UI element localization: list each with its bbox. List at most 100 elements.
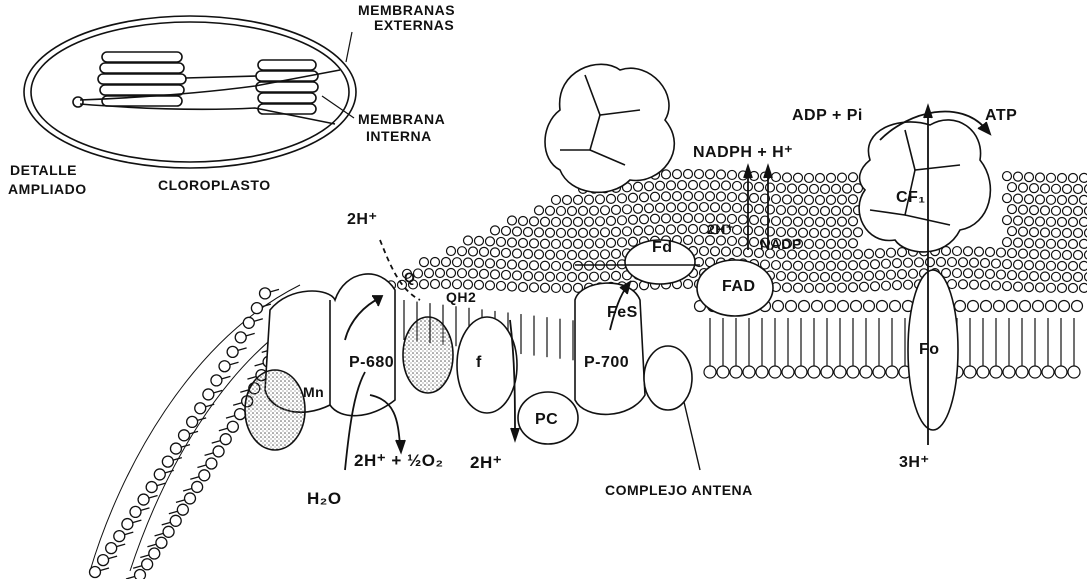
lipid-head (849, 261, 858, 270)
lipid-head (519, 238, 528, 247)
lipid-head (986, 270, 995, 279)
lipid-head (805, 261, 814, 270)
lipid-head (1047, 195, 1056, 204)
lipid-head (808, 366, 820, 378)
lipid-head (146, 482, 157, 493)
lipid-head (955, 301, 966, 312)
lipid-head (1036, 261, 1045, 270)
label-fo: Fo (919, 342, 940, 358)
lipid-head (981, 259, 990, 268)
lipid-head (106, 543, 117, 554)
lipid-head (568, 228, 577, 237)
lipid-head (1003, 172, 1012, 181)
lipid-head (886, 366, 898, 378)
lipid-head (574, 261, 583, 270)
lipid-head (728, 170, 737, 179)
lipid-head (130, 506, 141, 517)
lipid-head (618, 216, 627, 225)
label-2h-bottom: 2H⁺ (470, 454, 502, 471)
lipid-head (590, 228, 599, 237)
lipid-head (1025, 283, 1034, 292)
lipid-head (1014, 282, 1023, 291)
lipid-head (743, 366, 755, 378)
lipid-head (1014, 260, 1023, 269)
lipid-head (739, 237, 748, 246)
lipid-head (854, 228, 863, 237)
lipid-head (975, 247, 984, 256)
lipid-head (821, 206, 830, 215)
lipid-head (464, 258, 473, 267)
label-fd: Fd (652, 240, 673, 256)
lipid-head (568, 206, 577, 215)
lipid-head (1020, 301, 1031, 312)
lipid-head (618, 238, 627, 247)
lipid-head (926, 258, 935, 267)
lipid-head (667, 203, 676, 212)
lipid-head (827, 195, 836, 204)
lipid-head (541, 261, 550, 270)
lipid-head (502, 248, 511, 257)
lipid-head (431, 258, 440, 267)
label-mn: Mn (303, 385, 324, 399)
lipid-head (480, 247, 489, 256)
lipid-head (728, 236, 737, 245)
lipid-head (1074, 228, 1083, 237)
lipid-head (783, 195, 792, 204)
lipid-head (1025, 173, 1034, 182)
lipid-head (821, 272, 830, 281)
lipid-head (519, 216, 528, 225)
lipid-head (843, 206, 852, 215)
lipid-head (865, 249, 874, 258)
lipid-head (552, 195, 561, 204)
lipid-head (1080, 261, 1087, 270)
lipid-head (513, 249, 522, 258)
mn-stippled-protein (245, 370, 305, 450)
chloroplast-inset (24, 16, 356, 168)
lipid-head (786, 301, 797, 312)
lipid-head (794, 217, 803, 226)
lipid-head (1074, 250, 1083, 259)
lipid-head (689, 181, 698, 190)
lipid-head (964, 247, 973, 256)
lipid-head (739, 215, 748, 224)
lipid-head (629, 215, 638, 224)
lipid-head (717, 192, 726, 201)
lipid-head (1036, 173, 1045, 182)
lipid-head (876, 271, 885, 280)
lipid-head (1041, 228, 1050, 237)
lipid-head (447, 247, 456, 256)
lipid-head (1019, 205, 1028, 214)
lipid-head (1003, 238, 1012, 247)
lipid-head (794, 283, 803, 292)
lipid-head (235, 332, 246, 343)
label-f: f (476, 355, 482, 371)
lipid-head (1014, 172, 1023, 181)
lipid-head (843, 250, 852, 259)
lipid-head (997, 270, 1006, 279)
lipid-head (563, 195, 572, 204)
label-atp: ATP (985, 108, 1017, 124)
lipid-head (1036, 283, 1045, 292)
lipid-head (1058, 195, 1067, 204)
lipid-head (959, 280, 968, 289)
lipid-head (574, 195, 583, 204)
lipid-head (1003, 366, 1015, 378)
lipid-head (717, 236, 726, 245)
lipid-head (730, 366, 742, 378)
lipid-head (970, 258, 979, 267)
lipid-head (832, 184, 841, 193)
lipid-head (651, 214, 660, 223)
lipid-head (717, 170, 726, 179)
lipid-head (1041, 206, 1050, 215)
lipid-head (827, 261, 836, 270)
lipid-head (733, 203, 742, 212)
lipid-head (170, 443, 181, 454)
lipid-head (1069, 239, 1078, 248)
lipid-head (1052, 250, 1061, 259)
cytochrome-f (457, 317, 517, 413)
lipid-head (530, 283, 539, 292)
lipid-head (1008, 205, 1017, 214)
lipid-head (1080, 195, 1087, 204)
lipid-head (431, 280, 440, 289)
grana-stack-right (256, 60, 318, 114)
